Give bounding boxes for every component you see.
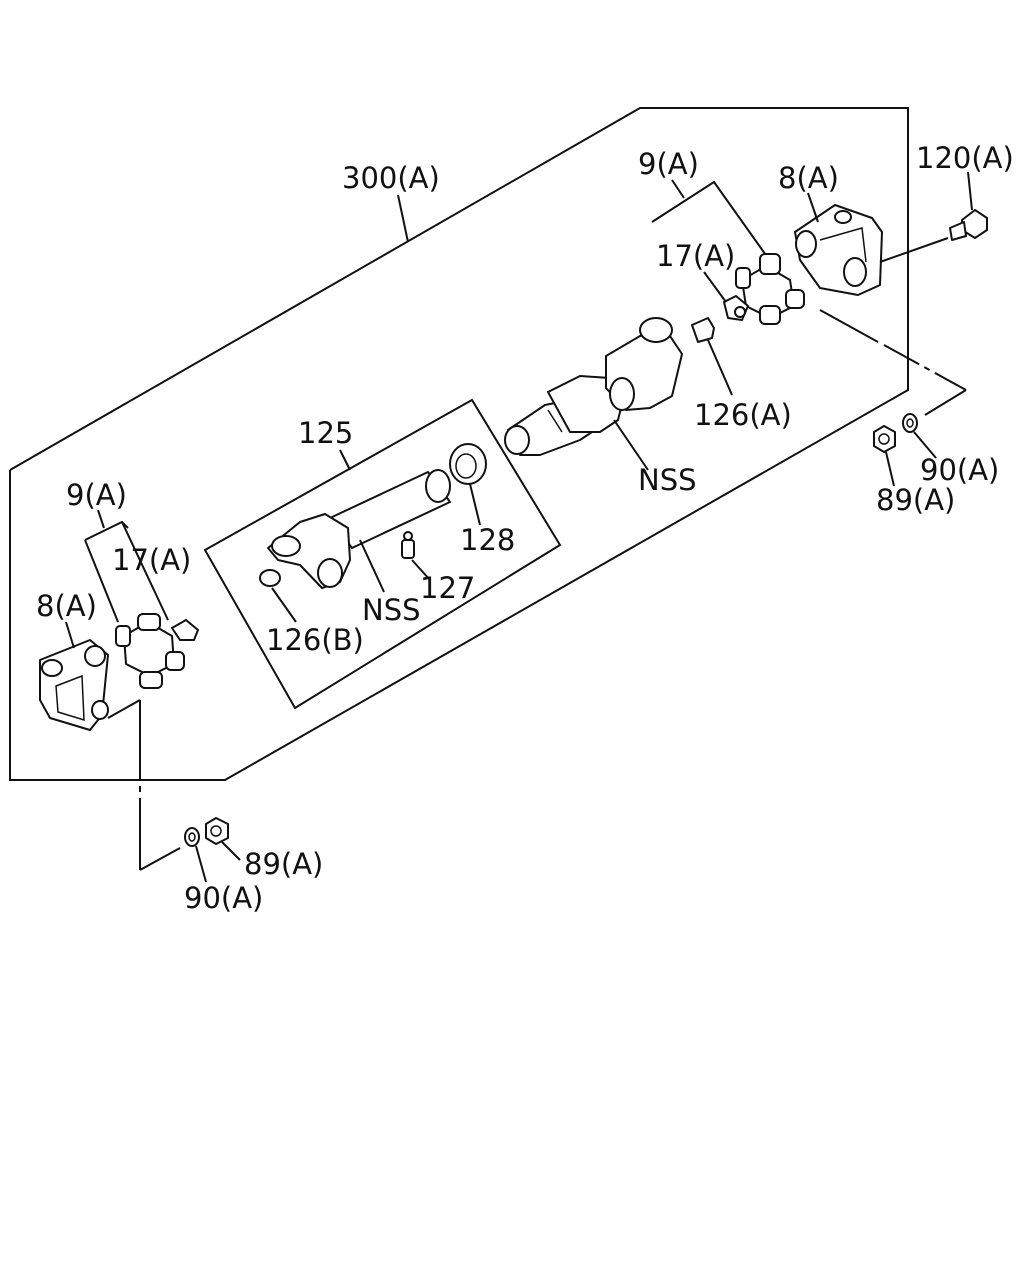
label-left-flange: 8(A)	[36, 589, 97, 623]
label-left-nut: 89(A)	[244, 847, 323, 881]
label-right-plug: 126(A)	[694, 398, 792, 432]
label-plug-b: 126(B)	[266, 623, 364, 657]
right-nut-bracket	[819, 309, 879, 343]
right-grease-fitting	[723, 295, 749, 321]
label-left-cross-group: 9(A)	[66, 478, 127, 512]
right-slip-yoke	[504, 317, 683, 456]
slip-shaft-tube	[267, 469, 451, 589]
label-slip-nss: NSS	[362, 593, 421, 627]
left-nut	[205, 817, 229, 845]
label-left-washer: 90(A)	[184, 881, 263, 915]
right-plug	[691, 317, 715, 343]
right-washer	[902, 413, 918, 433]
seal-ring	[449, 443, 487, 485]
right-universal-cross	[735, 253, 805, 325]
label-assembly: 300(A)	[342, 161, 440, 195]
shaft-group-leader	[339, 449, 351, 471]
left-grease-fitting	[171, 619, 199, 641]
label-right-nut: 89(A)	[876, 483, 955, 517]
right-flange-yoke	[794, 204, 883, 296]
assembly-leader	[397, 194, 409, 243]
shaft-group-box	[203, 398, 562, 710]
grease-nipple	[401, 531, 415, 559]
label-right-flange: 8(A)	[778, 161, 839, 195]
left-universal-cross	[115, 613, 185, 689]
label-right-washer: 90(A)	[920, 453, 999, 487]
right-nut	[873, 425, 896, 453]
left-cross-bracket	[84, 520, 129, 541]
right-bolt	[949, 209, 988, 241]
label-grease-nipple: 127	[420, 571, 475, 605]
label-right-nss: NSS	[638, 463, 697, 497]
assembly-outline	[9, 107, 909, 781]
left-washer	[184, 827, 200, 847]
label-right-bolt: 120(A)	[916, 141, 1014, 175]
left-nut-bracket	[107, 699, 141, 719]
right-cross-bracket	[651, 180, 769, 259]
left-flange-yoke	[39, 639, 109, 731]
label-right-grease-fitting: 17(A)	[656, 239, 735, 273]
plug-b	[259, 569, 281, 587]
label-shaft-group: 125	[298, 416, 353, 450]
label-right-cross-group: 9(A)	[638, 147, 699, 181]
label-seal: 128	[460, 523, 515, 557]
label-left-grease-fitting: 17(A)	[112, 543, 191, 577]
